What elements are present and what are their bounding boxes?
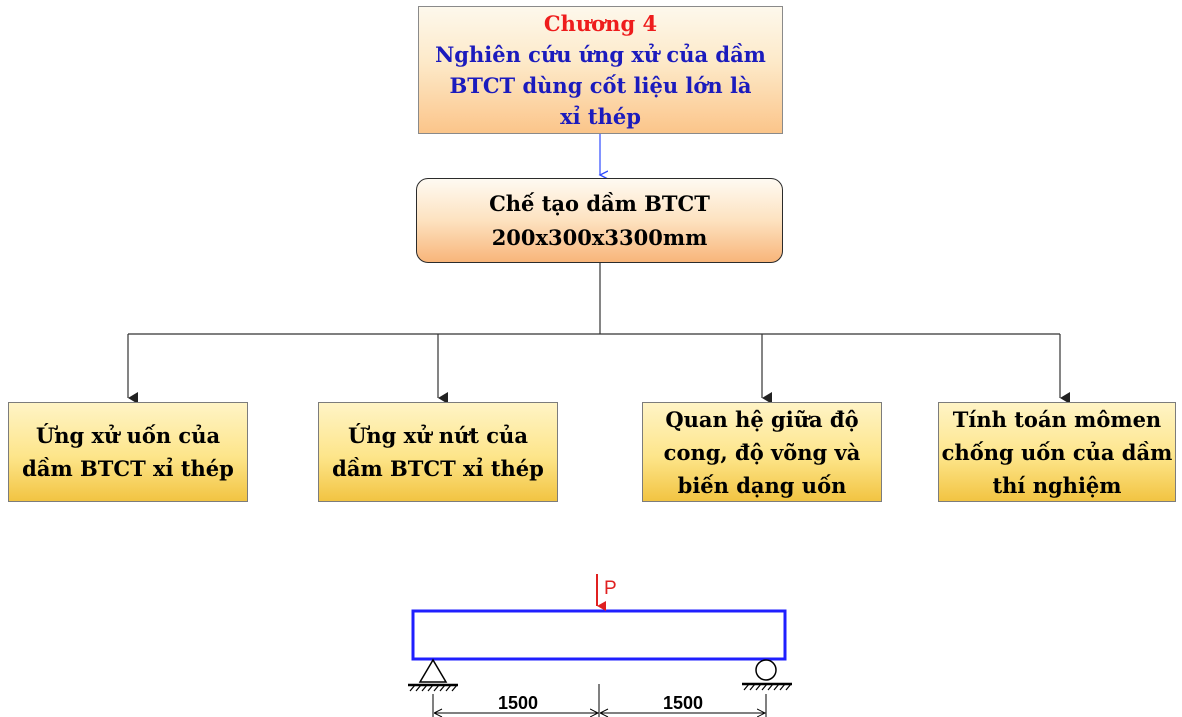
fabrication-line: Chế tạo dầm BTCT bbox=[489, 190, 710, 216]
chapter-box: Chương 4 Nghiên cứu ứng xử của dầm BTCT … bbox=[418, 6, 783, 134]
roller-support-icon bbox=[742, 659, 792, 691]
leaf-line: dầm BTCT xỉ thép bbox=[22, 456, 234, 481]
fabrication-box: Chế tạo dầm BTCT 200x300x3300mm bbox=[416, 178, 783, 263]
leaf-box-cracking: Ứng xử nứt của dầm BTCT xỉ thép bbox=[318, 402, 558, 502]
fabrication-line: 200x300x3300mm bbox=[491, 224, 708, 250]
chapter-title-line: xỉ thép bbox=[560, 104, 641, 129]
leaf-box-moment: Tính toán mômen chống uốn của dầm thí ng… bbox=[938, 402, 1176, 502]
chapter-title-line: Nghiên cứu ứng xử của dầm bbox=[435, 42, 766, 67]
leaf-box-curvature: Quan hệ giữa độ cong, độ võng và biến dạ… bbox=[642, 402, 882, 502]
chapter-title-line: BTCT dùng cốt liệu lớn là bbox=[449, 73, 752, 98]
leaf-line: Tính toán mômen bbox=[952, 406, 1162, 432]
beam-body bbox=[411, 609, 787, 661]
leaf-line: Ứng xử uốn của bbox=[35, 423, 221, 448]
leaf-line: biến dạng uốn bbox=[677, 472, 847, 498]
leaf-line: cong, độ võng và bbox=[663, 439, 861, 465]
leaf-box-bending: Ứng xử uốn của dầm BTCT xỉ thép bbox=[8, 402, 248, 502]
leaf-line: Quan hệ giữa độ bbox=[665, 406, 859, 432]
chapter-label: Chương 4 bbox=[543, 11, 658, 36]
pin-support-icon bbox=[408, 658, 458, 692]
leaf-line: chống uốn của dầm bbox=[941, 439, 1173, 465]
load-label: P bbox=[604, 578, 617, 599]
leaf-line: Ứng xử nứt của bbox=[348, 423, 528, 448]
leaf-line: thí nghiệm bbox=[992, 472, 1122, 498]
leaf-line: dầm BTCT xỉ thép bbox=[332, 456, 544, 481]
beam-schematic: P 1500 1500 bbox=[408, 574, 792, 717]
span-right-label: 1500 bbox=[663, 693, 703, 713]
span-left-label: 1500 bbox=[498, 693, 538, 713]
